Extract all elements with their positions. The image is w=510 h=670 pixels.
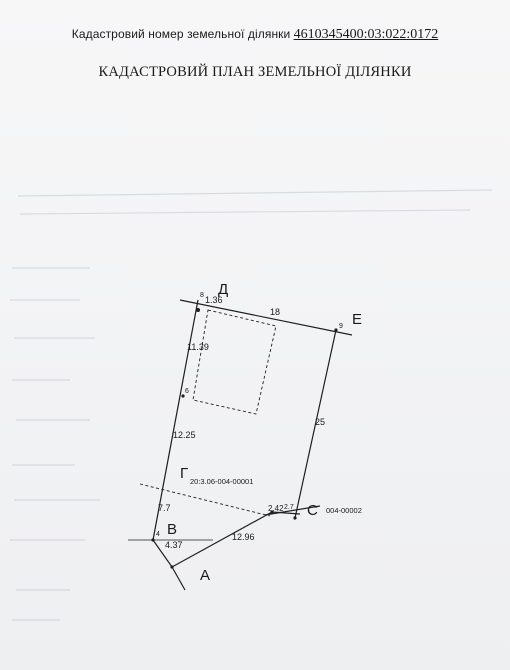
distance-bottom-right: 12.96 — [232, 532, 255, 542]
distance-right: 25 — [315, 417, 325, 427]
boundary-point — [151, 538, 155, 542]
neighbor-parcel-lower: 004-00002 — [326, 506, 362, 515]
distance-bottom-small: 2.42 — [268, 504, 284, 513]
boundary-line-d-v — [152, 299, 199, 541]
vertex-label-s: С — [307, 502, 318, 519]
distance-top-short: 1.36 — [205, 295, 223, 305]
cadastral-number-line: Кадастровий номер земельної ділянки 4610… — [0, 26, 510, 43]
boundary-extension-s — [264, 505, 321, 516]
distance-bottom-left: 4.37 — [165, 540, 183, 550]
boundary-point — [334, 328, 338, 332]
neighbor-boundary-dashed — [139, 483, 271, 517]
boundary-point — [293, 516, 297, 520]
neighbor-parcel-upper: 20:3.06-004-00001 — [190, 477, 253, 486]
boundary-line-d-e — [179, 299, 353, 336]
boundary-point — [196, 308, 200, 312]
boundary-tail-a — [171, 566, 186, 591]
vertex-label-a: А — [200, 567, 210, 584]
vertex-label-v: В — [167, 521, 177, 538]
distance-left-lower: 7.7 — [158, 503, 171, 513]
distance-left-mid: 12.25 — [173, 430, 196, 440]
distance-bottom-small-2: 2.7 — [284, 504, 294, 511]
vertex-label-g: Г — [180, 465, 188, 482]
point-number-4: 4 — [156, 531, 160, 538]
point-number-8: 8 — [200, 292, 204, 299]
boundary-line-v-a-s — [152, 511, 301, 568]
point-number-9: 9 — [339, 323, 343, 330]
point-number-6: 6 — [185, 388, 189, 395]
boundary-point — [170, 565, 174, 569]
boundary-point — [181, 394, 185, 398]
building-outline — [192, 309, 277, 415]
cadastral-number-label: Кадастровий номер земельної ділянки — [71, 27, 291, 41]
plan-title: КАДАСТРОВИЙ ПЛАН ЗЕМЕЛЬНОЇ ДІЛЯНКИ — [98, 64, 412, 80]
boundary-point — [270, 510, 274, 514]
vertex-label-d: Д — [218, 281, 228, 298]
cadastral-number-value: 4610345400:03:022:0172 — [293, 27, 439, 42]
vertex-label-e: Е — [352, 311, 362, 328]
show-through-marks — [10, 189, 493, 621]
distance-left-upper: 11.39 — [187, 342, 209, 352]
boundary-line-e-s — [294, 329, 337, 519]
distance-top-long: 18 — [270, 307, 280, 317]
